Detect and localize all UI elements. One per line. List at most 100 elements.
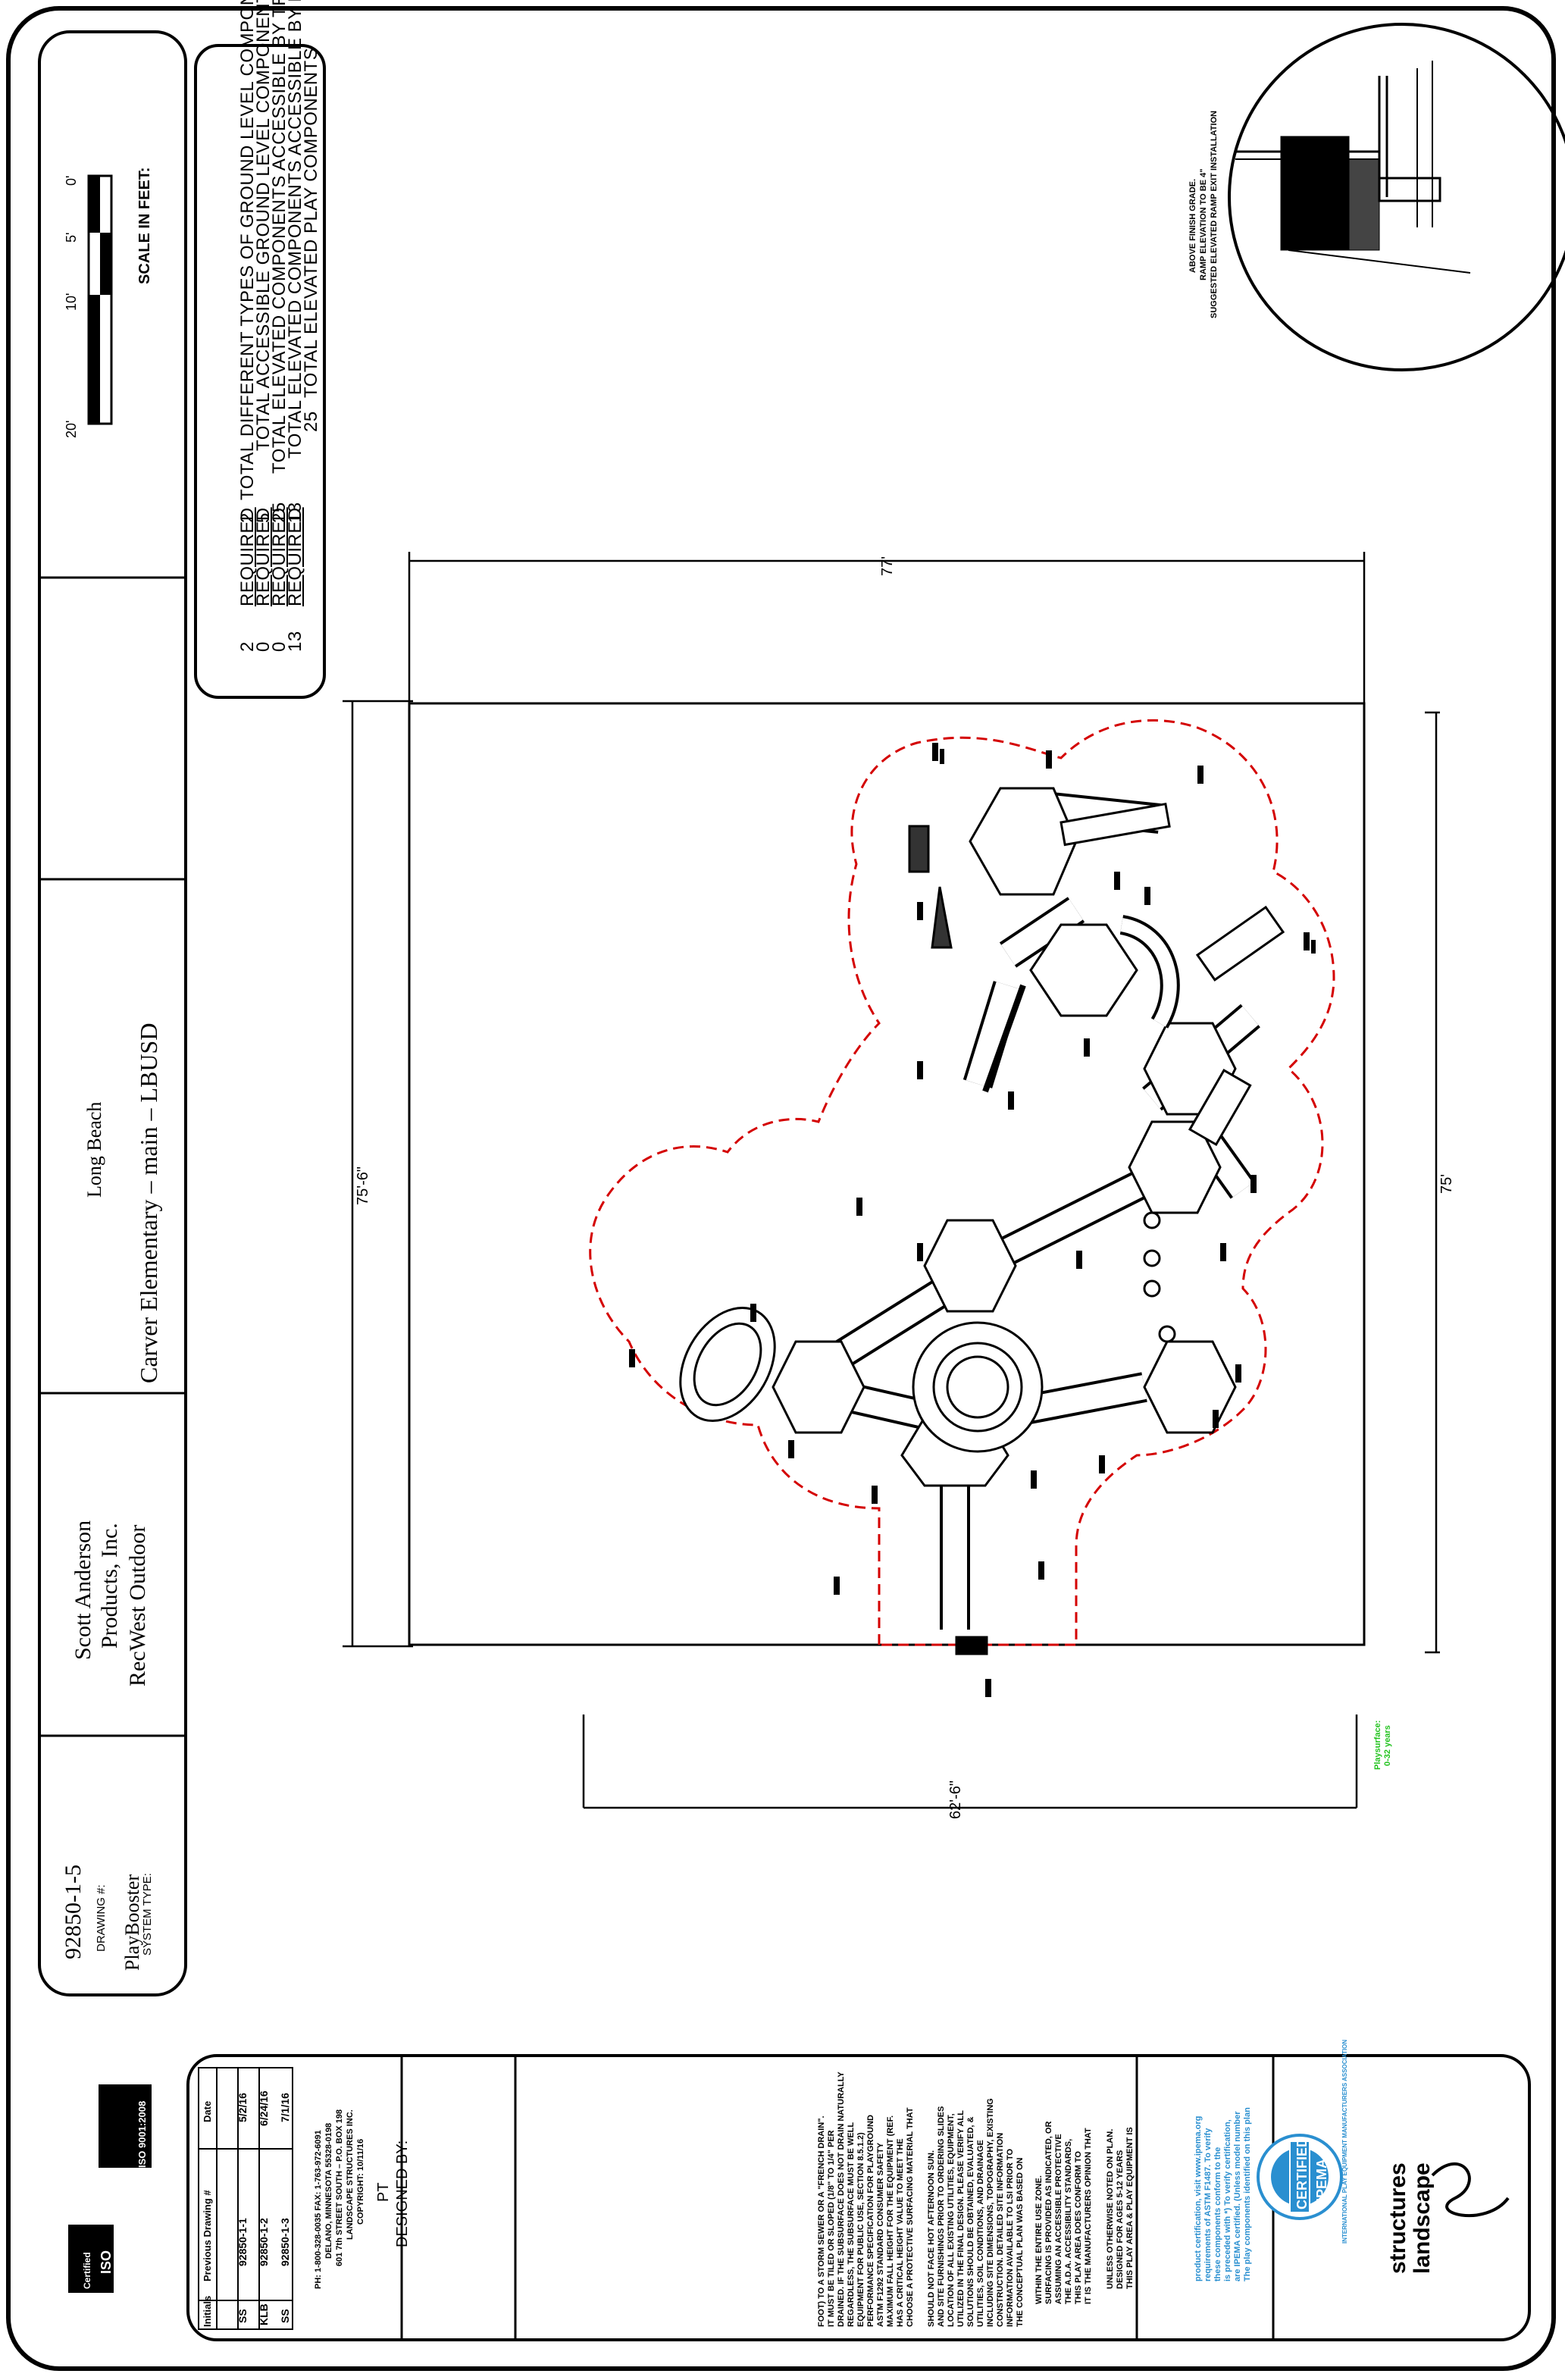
note-conceptual: AND SITE FURNISHINGS PRIOR TO ORDERING S…	[937, 2106, 946, 2327]
ipema-note: The play components identified on this p…	[1243, 2107, 1252, 2281]
note-surfacing: DRAINED. IF THE SUBSURFACE DOES NOT DRAI…	[837, 2072, 846, 2327]
detail-caption-1: SUGGESTED ELEVATED RAMP EXIT INSTALLATIO…	[1210, 111, 1219, 318]
bottom-title-block	[186, 2054, 1531, 2341]
brand-name-line2: structures	[1385, 2162, 1410, 2274]
note-conceptual: CONSTRUCTION. DETAILED SITE INFORMATION	[996, 2132, 1005, 2327]
revision-date: 6/24/16	[258, 2090, 270, 2126]
iso-badges	[68, 2084, 152, 2293]
note-ages: DESIGNED FOR AGES 5-12 YEARS	[1116, 2150, 1125, 2289]
note-ages: THIS PLAY AREA & PLAY EQUIPMENT IS	[1125, 2127, 1135, 2289]
scale-title: SCALE IN FEET:	[136, 167, 153, 284]
note-surfacing: PERFORMANCE SPECIFICATION FOR PLAYGROUND	[866, 2115, 875, 2327]
scale-tick-20: 20'	[64, 420, 79, 438]
company-address: 601 7th STREET SOUTH – P.O. BOX 198	[335, 2109, 344, 2266]
totals-row: TOTAL DIFFERENT TYPES OF GROUND LEVEL CO…	[237, 0, 258, 500]
component-tags	[629, 743, 1316, 1697]
note-conceptual: LOCATION OF ALL EXISTING UTILITIES, EQUI…	[947, 2113, 956, 2327]
playsurface-note-1: Playsurface:	[1373, 1720, 1382, 1770]
note-surfacing: MAXIMUM FALL HEIGHT FOR THE EQUIPMENT (R…	[886, 2115, 895, 2327]
revision-initials: KLB	[258, 2303, 270, 2325]
revision-drawing: 92850-1-1	[236, 2218, 249, 2266]
totals-box	[194, 44, 326, 699]
ipema-seal	[1257, 2134, 1343, 2220]
iso-cert-word: ISO	[99, 2250, 114, 2274]
revision-header-drawing: Previous Drawing #	[202, 2190, 213, 2281]
designer-name: PT	[375, 2182, 392, 2202]
project-location: Long Beach	[83, 1101, 105, 1198]
ipema-word: IPEMA	[1314, 2158, 1329, 2202]
scale-tick-0: 0'	[64, 175, 79, 186]
note-opinion: THE A.D.A. ACCESSIBILITY STANDARDS,	[1064, 2138, 1073, 2304]
iso-cert-label: Certified	[82, 2252, 92, 2289]
project-title: Carver Elementary – main – LBUSD	[135, 1022, 162, 1383]
scale-bar	[87, 174, 113, 425]
revision-initials: SS	[279, 2309, 291, 2323]
totals-row: TOTAL ELEVATED COMPONENTS ACCESSIBLE BY …	[269, 0, 290, 474]
designed-by-label: DESIGNED BY:	[394, 2140, 411, 2247]
company-city: DELANO, MINNESOTA 55328-0198	[324, 2122, 333, 2259]
required-value: 2	[237, 641, 258, 652]
ipema-note: product certification, visit www.ipema.o…	[1194, 2115, 1203, 2281]
required-label: REQUIRED	[269, 507, 290, 606]
dimension-bottom: 62'-6"	[947, 1780, 964, 1819]
detail-caption-2: RAMP ELEVATION TO BE 4"	[1199, 168, 1208, 280]
revision-header-date: Date	[202, 2100, 213, 2122]
note-conceptual: SOLUTIONS SHOULD BE OBTAINED, EVALUATED,…	[966, 2116, 975, 2327]
note-surfacing: ASTM F1292 STANDARD CONSUMER SAFETY	[876, 2142, 885, 2327]
revision-initials: SS	[236, 2309, 249, 2323]
company-name: LANDSCAPE STRUCTURES INC.	[346, 2109, 355, 2240]
revision-drawing: 92850-1-3	[279, 2218, 291, 2266]
note-surfacing: HAS A CRITICAL HEIGHT VALUE TO MEET THE	[896, 2138, 905, 2327]
note-conceptual: SHOULD NOT FACE HOT AFTERNOON SUN.	[927, 2150, 936, 2327]
required-label: REQUIRED	[253, 507, 274, 606]
dimension-lines	[343, 552, 1440, 1809]
ipema-note: are IPEMA certified. (Unless model numbe…	[1233, 2111, 1242, 2281]
dealer-company-line1: RecWest Outdoor	[125, 1524, 150, 1686]
note-surfacing: CHOOSE A PROTECTIVE SURFACING MATERIAL T…	[906, 2107, 915, 2327]
note-conceptual: UTILIZED IN THE FINAL DESIGN. PLEASE VER…	[956, 2110, 966, 2327]
note-conceptual: UTILITIES, SOIL CONDITIONS, AND DRAINAGE	[976, 2140, 985, 2327]
playsurface-note-2: 0-32 years	[1383, 1725, 1392, 1766]
note-conceptual: INCLUDING SITE DIMENSIONS, TOPOGRAPHY, E…	[986, 2098, 995, 2327]
scale-tick-5: 5'	[64, 232, 79, 243]
note-surfacing: EQUIPMENT FOR PUBLIC USE, SECTION 8.5.1.…	[856, 2132, 865, 2327]
required-value: 0	[253, 641, 274, 652]
brand-name-line1: landscape	[1410, 2162, 1435, 2274]
ipema-note: these components conform to the	[1213, 2147, 1222, 2281]
dimension-right: 75'	[1438, 1173, 1455, 1194]
revision-header-initials: Initials	[202, 2295, 213, 2327]
drawing-number-label: DRAWING #:	[95, 1884, 108, 1952]
revision-drawing: 92850-1-2	[258, 2218, 270, 2266]
totals-row: TOTAL ELEVATED PLAY COMPONENTS	[301, 47, 321, 398]
note-opinion: ASSUMING AN ACCESSIBLE PROTECTIVE	[1054, 2134, 1063, 2304]
dealer-company-line2: Products, Inc.	[97, 1523, 122, 1649]
note-opinion: THIS PLAY AREA DOES CONFORM TO	[1074, 2151, 1083, 2304]
company-phone: PH: 1-800-328-0035 FAX: 1-763-972-6091	[314, 2130, 323, 2289]
ipema-certified: CERTIFIED	[1294, 2137, 1310, 2209]
ipema-note: is preceded with *) To verify certificat…	[1223, 2119, 1232, 2281]
note-surfacing: IT MUST BE TILED OR SLOPED (1/8" TO 1/4"…	[827, 2130, 836, 2327]
revision-date: 7/1/16	[279, 2093, 291, 2122]
left-title-strip	[38, 30, 187, 1996]
required-value: 0	[269, 641, 290, 652]
dimension-top: 77'	[879, 556, 896, 576]
ipema-note: requirements of ASTM F1487. To verify	[1203, 2128, 1213, 2281]
totals-row: TOTAL ACCESSIBLE GROUND LEVEL COMPONENTS…	[253, 0, 274, 451]
required-label: REQUIRED	[237, 507, 258, 606]
required-label: REQUIRED	[285, 507, 305, 606]
drawing-number: 92850-1-5	[61, 1865, 86, 1959]
system-type-value: PlayBooster	[121, 1874, 143, 1971]
ramp-detail	[1228, 23, 1565, 371]
required-value: 13	[285, 631, 305, 652]
brand-logo-mark	[1431, 2162, 1510, 2218]
play-structure	[679, 787, 1285, 1655]
note-conceptual: INFORMATION AVAILABLE TO LSI PRIOR TO	[1006, 2148, 1015, 2327]
totals-row: TOTAL ELEVATED COMPONENTS ACCESSIBLE BY …	[285, 0, 305, 459]
note-opinion: WITHIN THE ENTIRE USE ZONE.	[1034, 2175, 1044, 2304]
note-opinion: IT IS THE MANUFACTURERS OPINION THAT	[1084, 2128, 1093, 2304]
note-opinion: SURFACING IS PROVIDED AS INDICATED, OR	[1044, 2121, 1053, 2304]
revision-date: 5/2/16	[236, 2093, 249, 2122]
detail-caption-3: ABOVE FINISH GRADE.	[1188, 178, 1197, 273]
